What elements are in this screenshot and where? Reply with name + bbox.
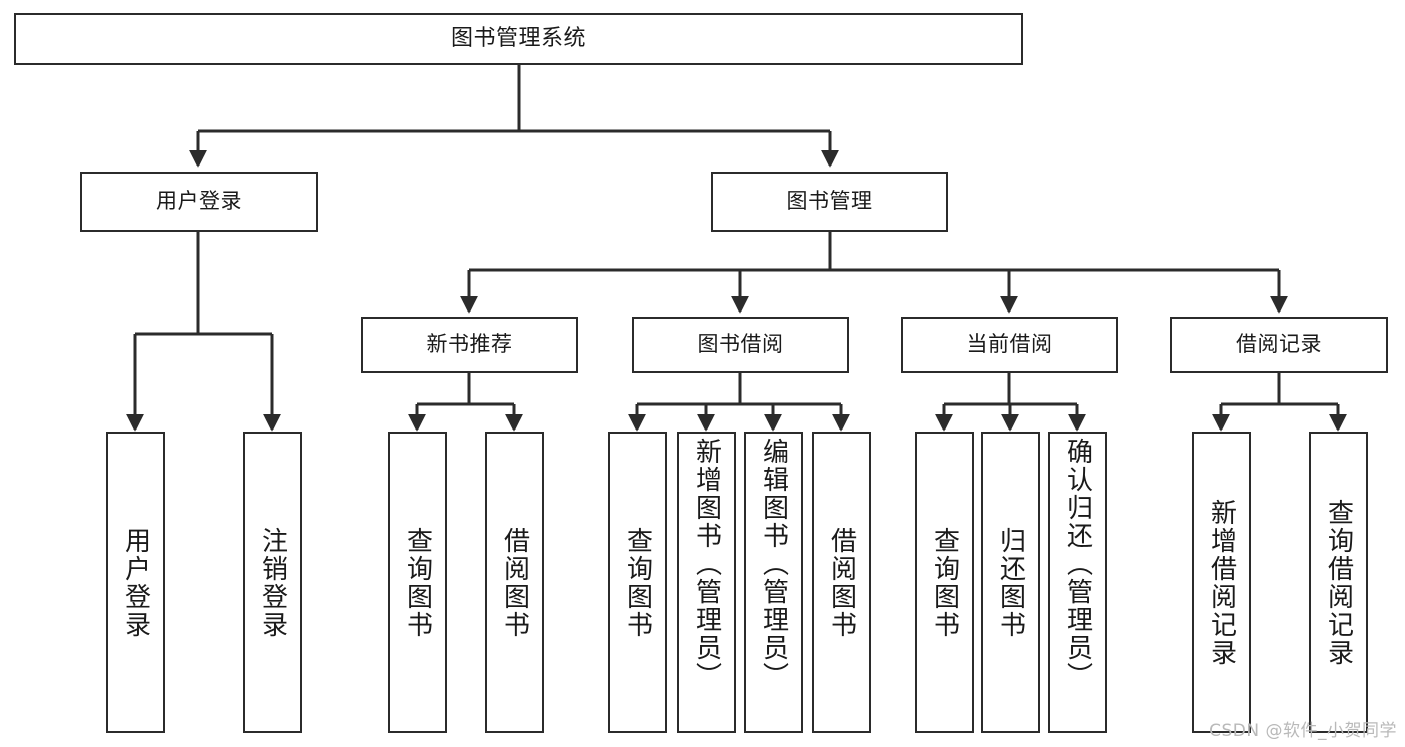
node-label: 查询借阅记录 — [1323, 498, 1354, 667]
node-label: 注销登录 — [257, 526, 288, 639]
node-label: 新增图书（管理员） — [691, 438, 722, 690]
watermark-text: CSDN @软件_小贺同学 — [1209, 721, 1397, 741]
node-label: 图书借阅 — [697, 332, 784, 357]
node-new-book-recommend[interactable]: 新书推荐 — [361, 317, 578, 373]
leaf-record-query-record[interactable]: 查询借阅记录 — [1309, 432, 1368, 733]
leaf-current-return-book[interactable]: 归还图书 — [981, 432, 1040, 733]
node-book-management[interactable]: 图书管理 — [711, 172, 948, 232]
node-label: 新书推荐 — [426, 332, 513, 357]
node-label: 用户登录 — [120, 526, 151, 639]
node-user-login[interactable]: 用户登录 — [80, 172, 318, 232]
leaf-current-confirm-return[interactable]: 确认归还（管理员） — [1048, 432, 1107, 733]
node-label: 图书管理 — [786, 189, 873, 214]
node-label: 图书管理系统 — [450, 25, 586, 51]
node-label: 借阅图书 — [499, 526, 530, 639]
leaf-recommend-borrow-book[interactable]: 借阅图书 — [485, 432, 544, 733]
node-label: 编辑图书（管理员） — [758, 438, 789, 690]
leaf-record-add-record[interactable]: 新增借阅记录 — [1192, 432, 1251, 733]
leaf-user-login-logout[interactable]: 注销登录 — [243, 432, 302, 733]
node-label: 当前借阅 — [966, 332, 1053, 357]
node-label: 查询图书 — [402, 526, 433, 639]
node-label: 确认归还（管理员） — [1062, 438, 1093, 690]
node-label: 新增借阅记录 — [1206, 498, 1237, 667]
leaf-user-login-login[interactable]: 用户登录 — [106, 432, 165, 733]
node-current-borrow[interactable]: 当前借阅 — [901, 317, 1118, 373]
leaf-borrow-edit-book[interactable]: 编辑图书（管理员） — [744, 432, 803, 733]
node-label: 借阅记录 — [1236, 332, 1322, 357]
leaf-borrow-query-book[interactable]: 查询图书 — [608, 432, 667, 733]
node-label: 查询图书 — [929, 526, 960, 639]
node-book-borrow[interactable]: 图书借阅 — [632, 317, 849, 373]
node-label: 查询图书 — [622, 526, 653, 639]
leaf-current-query-book[interactable]: 查询图书 — [915, 432, 974, 733]
node-borrow-record[interactable]: 借阅记录 — [1170, 317, 1388, 373]
leaf-borrow-add-book[interactable]: 新增图书（管理员） — [677, 432, 736, 733]
node-label: 借阅图书 — [826, 526, 857, 639]
node-label: 用户登录 — [156, 189, 242, 214]
leaf-borrow-borrow-book[interactable]: 借阅图书 — [812, 432, 871, 733]
leaf-recommend-query-book[interactable]: 查询图书 — [388, 432, 447, 733]
node-label: 归还图书 — [995, 526, 1026, 639]
node-root-system[interactable]: 图书管理系统 — [14, 13, 1023, 65]
